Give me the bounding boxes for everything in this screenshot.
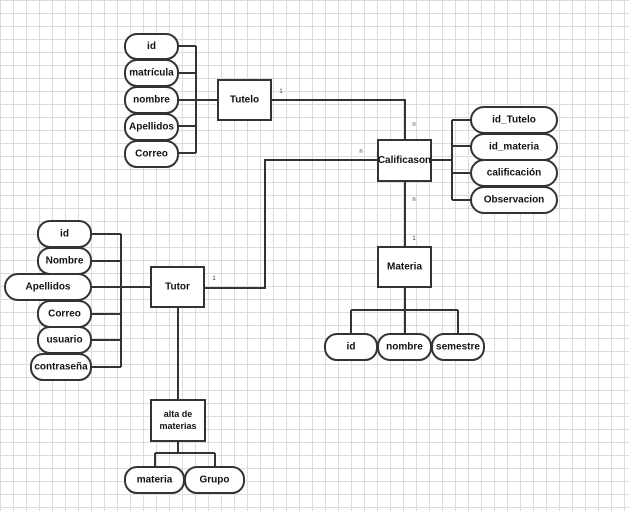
materia-attribute-lines — [350, 287, 459, 334]
attr-tutelo-correo[interactable] — [124, 140, 179, 168]
attr-tutor-correo-label: Correo — [48, 309, 81, 320]
attr-tutor-contrasena-label: contraseña — [34, 362, 88, 373]
tutelo-attribute-lines — [178, 45, 218, 154]
attr-calif-calificacion-label: calificación — [487, 168, 541, 179]
entity-tutelo-label: Tutelo — [230, 95, 259, 106]
cardinality-calif-to-materia: n — [412, 197, 415, 203]
calificacion-attributes: id_Tutelo id_materia calificación Observ… — [470, 106, 558, 214]
attr-alta-grupo-label: Grupo — [200, 475, 230, 486]
attr-tutelo-id-label: id — [147, 41, 156, 52]
attr-alta-materia-label: materia — [137, 475, 173, 486]
attr-materia-nombre-label: nombre — [386, 342, 423, 353]
cardinality-calif-from-tutor: n — [359, 149, 362, 155]
cardinality-labels: 1 n n n 1 1 — [212, 89, 416, 282]
cardinality-calif-from-tutelo: n — [412, 122, 415, 128]
connectors — [91, 45, 471, 467]
cardinality-materia-from-calif: 1 — [412, 236, 416, 242]
entity-calificacion[interactable] — [377, 139, 432, 182]
attr-alta-grupo[interactable] — [184, 466, 245, 494]
attr-tutelo-apellidos-label: Apellidos — [129, 122, 174, 133]
entity-materia-label: Materia — [387, 262, 422, 273]
entity-calificacion-label: Calificason — [378, 155, 431, 166]
attr-calif-id-tutelo-label: id_Tutelo — [492, 115, 536, 126]
entity-tutor[interactable] — [150, 266, 205, 308]
materia-attributes: id nombre semestre — [324, 333, 485, 361]
attr-tutelo-correo-label: Correo — [135, 149, 168, 160]
attr-materia-semestre[interactable] — [431, 333, 485, 361]
cardinality-tutor-side: 1 — [212, 276, 216, 282]
tutor-attributes: id Nombre Apellidos Correo usuario contr… — [4, 220, 92, 381]
cardinality-tutelo-side: 1 — [279, 89, 283, 95]
tutor-calificacion-line — [204, 159, 378, 289]
tutelo-calificacion-line — [271, 99, 406, 140]
attr-materia-semestre-label: semestre — [436, 342, 480, 353]
attr-tutelo-nombre-label: nombre — [133, 95, 170, 106]
attr-tutor-id-label: id — [60, 229, 69, 240]
entity-tutor-label: Tutor — [165, 282, 190, 293]
entity-tutelo[interactable] — [217, 79, 272, 121]
attr-tutor-apellidos-label: Apellidos — [25, 282, 70, 293]
entity-alta-materias[interactable] — [150, 399, 206, 442]
attr-calif-observacion[interactable] — [470, 186, 558, 214]
attr-materia-id-label: id — [347, 342, 356, 353]
alta-materias-attributes: materia Grupo — [124, 466, 245, 494]
tutor-attribute-lines — [91, 233, 151, 368]
attr-tutor-usuario-label: usuario — [46, 335, 82, 346]
attr-tutor-apellidos[interactable] — [4, 273, 92, 301]
tutelo-attributes: id matrícula nombre Apellidos Correo — [124, 33, 179, 168]
attr-tutor-nombre-label: Nombre — [46, 256, 84, 267]
attr-tutor-contrasena[interactable] — [30, 353, 92, 381]
entity-alta-materias-label-line1: alta de — [164, 409, 193, 419]
calificacion-attribute-lines — [431, 119, 471, 201]
attr-calif-observacion-label: Observacion — [484, 195, 545, 206]
attr-tutelo-matricula-label: matrícula — [129, 68, 174, 79]
entity-materia[interactable] — [377, 246, 432, 288]
entity-alta-materias-label-line2: materias — [159, 421, 196, 431]
attr-calif-id-materia-label: id_materia — [489, 142, 539, 153]
alta-attribute-lines — [154, 441, 216, 467]
